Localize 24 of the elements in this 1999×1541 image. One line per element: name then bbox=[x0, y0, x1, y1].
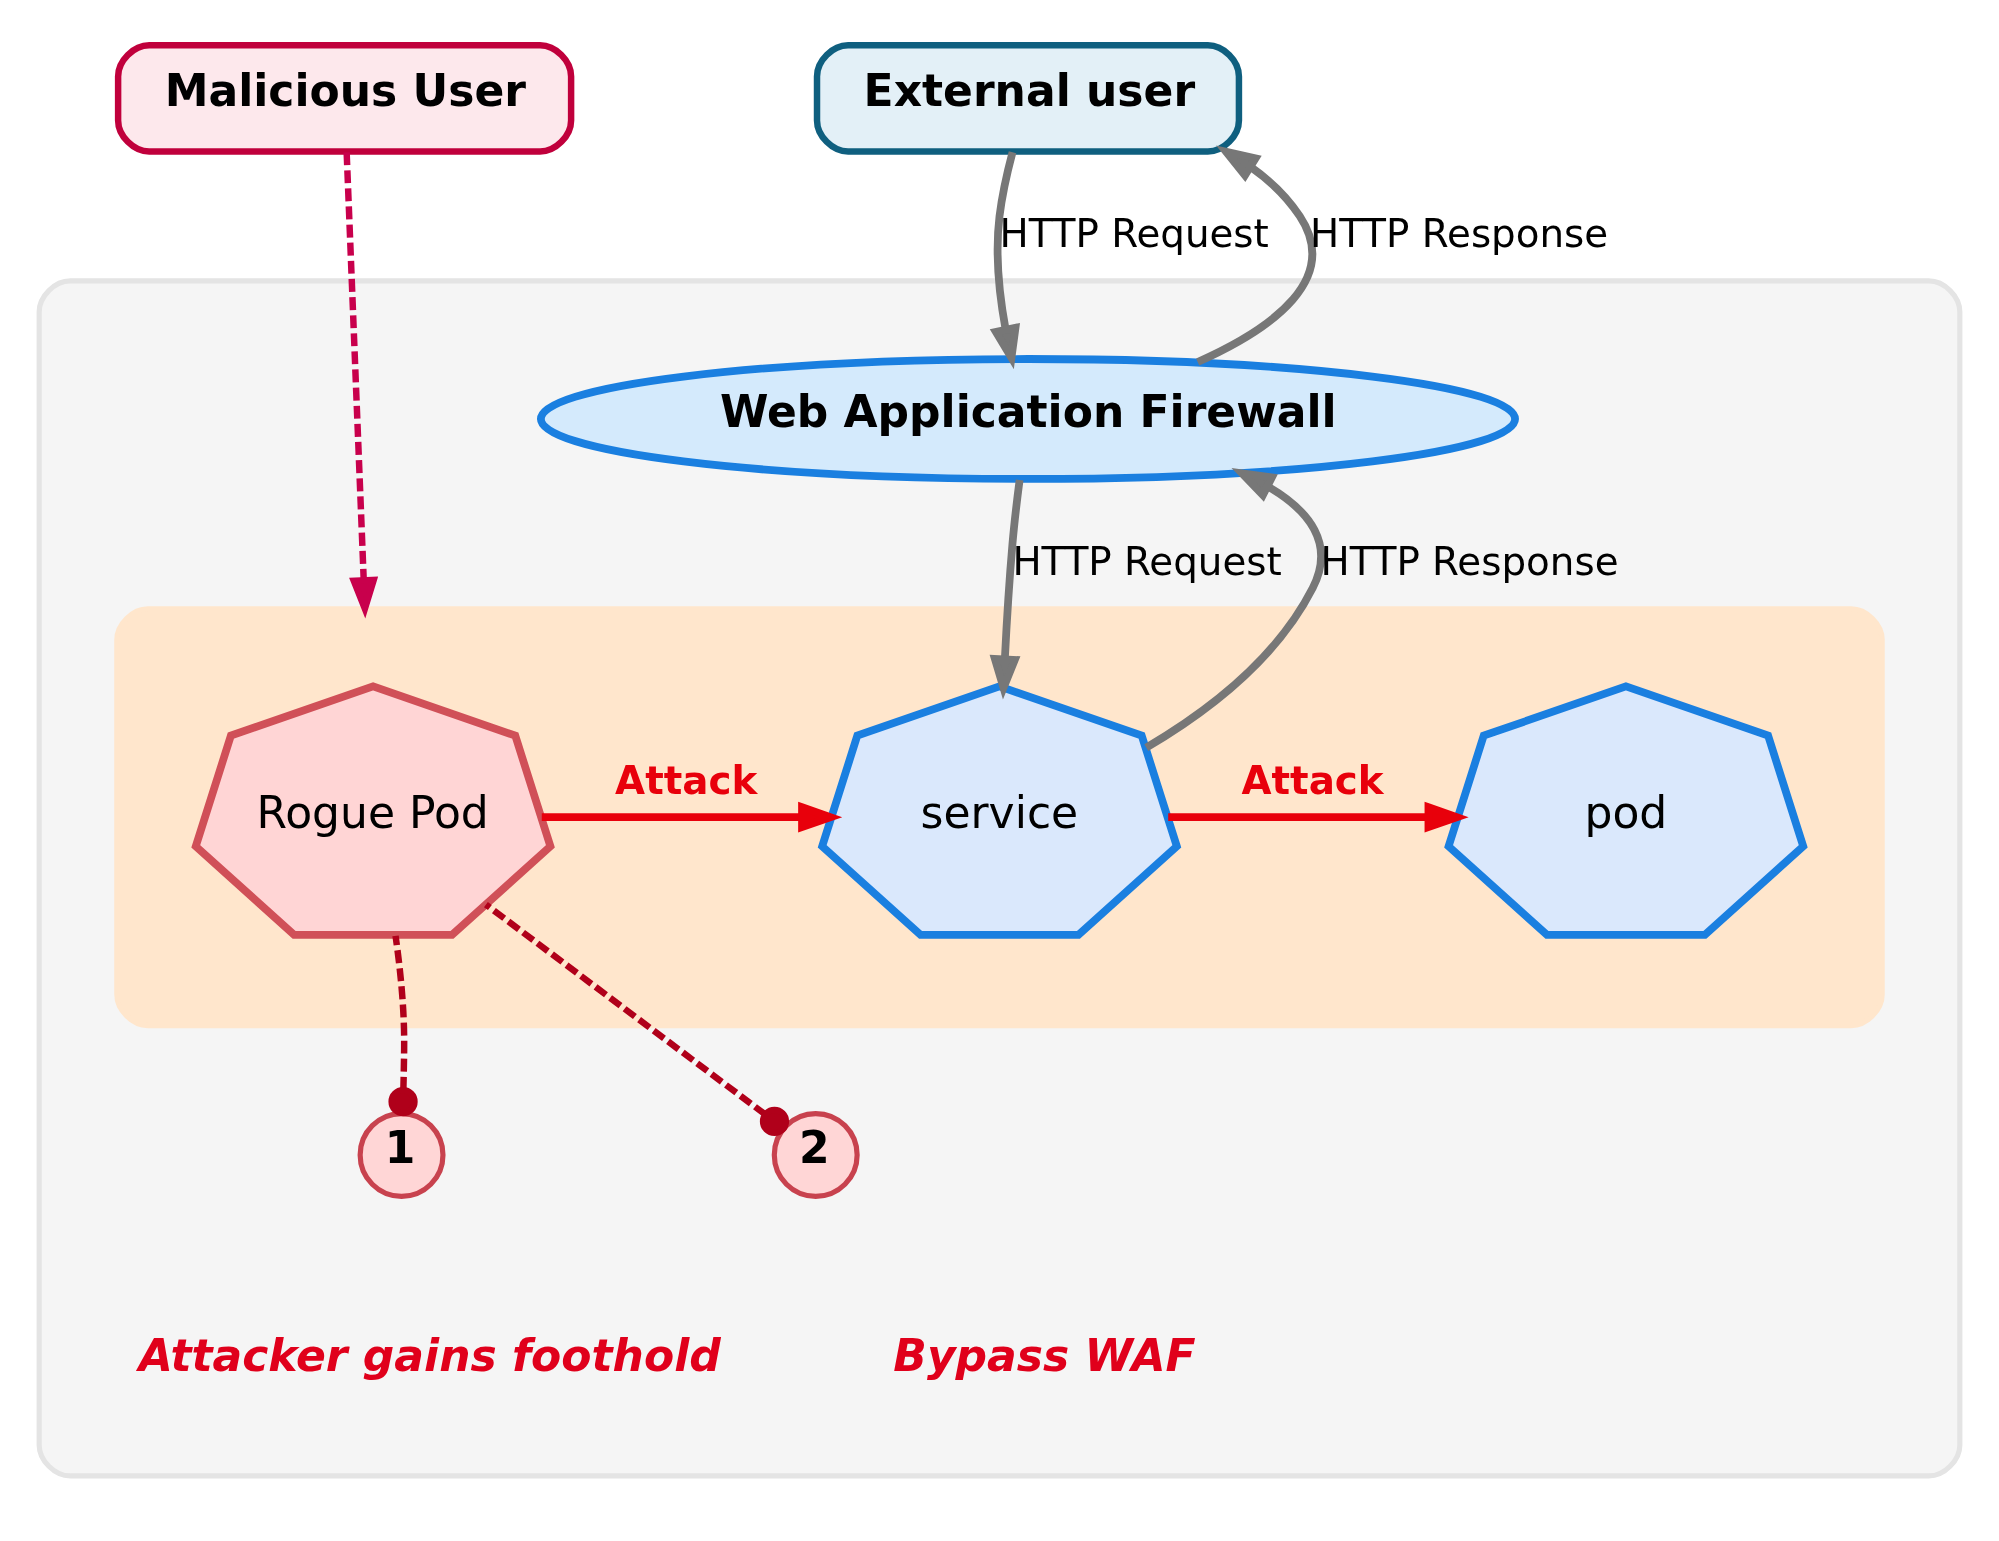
edge-label: HTTP Response bbox=[1310, 210, 1609, 256]
arrow bbox=[989, 150, 1021, 369]
node-label: Attacker gains foothold bbox=[138, 1329, 721, 1381]
arrow bbox=[343, 151, 379, 619]
node-circle: 1 bbox=[357, 1110, 446, 1199]
cluster bbox=[36, 277, 1963, 1479]
arrow bbox=[1196, 145, 1316, 365]
arrow bbox=[989, 479, 1024, 700]
node-box: External user bbox=[813, 41, 1243, 155]
node-label: Bypass WAF bbox=[893, 1329, 1196, 1381]
arrow bbox=[1144, 467, 1325, 751]
node-ellipse: Web Application Firewall bbox=[537, 354, 1519, 483]
arrow bbox=[541, 801, 843, 833]
arrow bbox=[1168, 801, 1469, 833]
connector bbox=[483, 901, 790, 1136]
node-circle: 2 bbox=[771, 1110, 860, 1199]
edge-label: HTTP Request bbox=[999, 210, 1269, 256]
edge-label: HTTP Request bbox=[1012, 538, 1282, 584]
edge-label: Attack bbox=[615, 757, 758, 803]
cluster bbox=[114, 605, 1885, 1028]
node-box: Malicious User bbox=[114, 41, 575, 155]
edge-label: Attack bbox=[1241, 757, 1384, 803]
connector bbox=[388, 934, 418, 1116]
edge-label: HTTP Response bbox=[1320, 538, 1619, 584]
